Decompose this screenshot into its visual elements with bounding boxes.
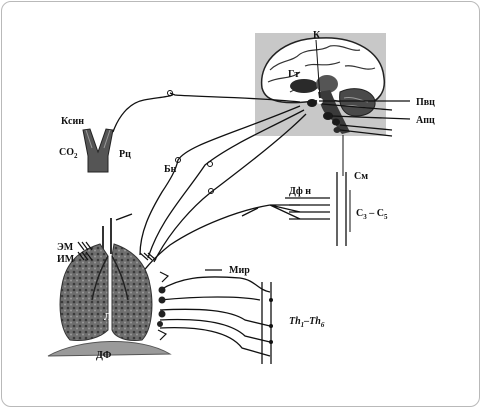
rc-label: Рц xyxy=(119,149,131,160)
apc-label: Апц xyxy=(416,115,435,126)
cortex-label: К xyxy=(313,30,321,41)
em-label: ЭМ xyxy=(57,242,74,253)
im-label: ИМ xyxy=(57,254,75,265)
co2-label: CO2 xyxy=(59,147,78,160)
mir-label: Мир xyxy=(229,265,250,276)
pvc-label: Пвц xyxy=(416,97,435,108)
dfn-label: Дф н xyxy=(289,186,311,197)
th-range-label: Th1–Th6 xyxy=(289,316,325,329)
hypothalamus-label: Гт xyxy=(288,69,299,80)
brain-illustration xyxy=(260,37,386,134)
lungs-illustration xyxy=(47,218,172,357)
diaphragm-label: ДФ xyxy=(96,350,112,361)
intercostal-marks xyxy=(77,241,157,261)
carotid-sinus-illustration xyxy=(82,128,114,173)
sm-label: См xyxy=(354,171,368,182)
lung-label: Л xyxy=(104,312,112,323)
c-range-label: C3 – C5 xyxy=(356,208,388,221)
ksin-label: Ксин xyxy=(61,116,84,127)
intercostal-nerves xyxy=(157,269,273,364)
bn-label: Бн xyxy=(164,164,177,175)
